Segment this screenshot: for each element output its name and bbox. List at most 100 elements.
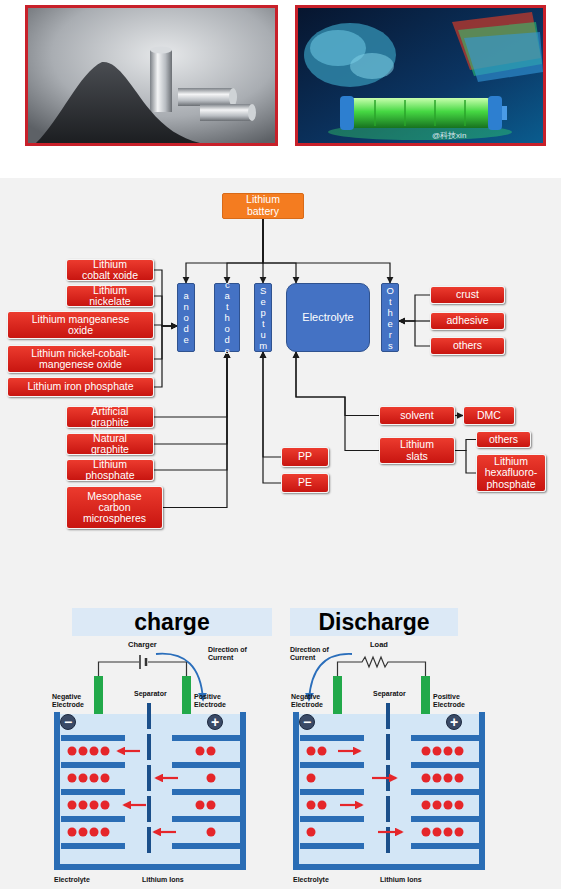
component-box: anode [177, 283, 195, 352]
connector-arrow [263, 219, 390, 283]
part-label: Load [370, 641, 388, 649]
part-label: Separator [373, 690, 406, 698]
node-text: Discharge [318, 611, 429, 634]
node-text: solvent [400, 410, 433, 421]
connector-arrow [455, 440, 476, 451]
part-label: Positive Electrode [433, 693, 477, 708]
polarity-symbol: + [207, 714, 223, 730]
cell-body [296, 676, 482, 867]
node-text: crust [456, 289, 479, 300]
material-box: Lithium hexafluoro-phosphate [476, 454, 546, 492]
load-resistor-wire [338, 657, 426, 676]
connector-arrow [154, 352, 227, 444]
lithium-ions [207, 828, 216, 837]
component-box: cathode [214, 283, 240, 352]
ion-arrow [340, 804, 362, 806]
node-text: Lithium battery [235, 194, 291, 217]
connector-arrow [399, 321, 430, 346]
ion-arrow [372, 777, 396, 779]
ion-arrow [378, 831, 402, 833]
part-label: Charger [128, 641, 157, 649]
material-box: Lithium iron phosphate [7, 377, 154, 397]
photo-border [297, 7, 545, 145]
porous-material [350, 53, 394, 79]
ion-arrow [118, 750, 140, 752]
part-label: Negative Electrode [52, 693, 92, 708]
material-box: solvent [379, 406, 455, 425]
connector-arrow [227, 219, 263, 283]
porous-material [304, 23, 396, 87]
material-box: PP [281, 447, 329, 467]
node-text: Lithium iron phosphate [27, 381, 133, 392]
lithium-ions [307, 747, 327, 756]
part-label: Direction of Current [290, 646, 335, 661]
photo-background [297, 7, 544, 144]
node-text: Lithium slats [392, 439, 442, 461]
material-box: Lithium phosphate [66, 459, 154, 481]
connector-arrow [296, 352, 379, 451]
part-label: Negative Electrode [291, 693, 331, 708]
panel-heading: Discharge [290, 608, 458, 636]
component-box: Electrolyte [286, 283, 370, 352]
node-text: Others [385, 285, 395, 351]
material-box: Natural graphite [66, 433, 154, 455]
segment-line [464, 100, 466, 126]
segment-line [374, 100, 376, 126]
powder-pile [36, 62, 200, 143]
charger-symbol [145, 658, 148, 666]
connector-arrow [154, 326, 177, 359]
connector-arrow [154, 326, 177, 387]
lying-cell [200, 104, 252, 121]
lithium-ions [307, 774, 316, 783]
ion-arrow [124, 804, 146, 806]
panel-background [0, 178, 561, 889]
connector-arrow [154, 352, 227, 417]
connector-arrow [296, 352, 379, 416]
discharge-cell [296, 654, 482, 867]
photo-border [27, 7, 277, 145]
node-text: charge [134, 611, 209, 634]
node-text: Lithium nickelate [81, 285, 139, 307]
connector-arrow [154, 270, 177, 326]
charge-cell [57, 654, 243, 867]
connector-arrow [263, 352, 281, 483]
lithium-ions [68, 828, 110, 837]
lithium-ions [422, 774, 464, 783]
component-box: Septum [254, 283, 272, 352]
lithium-ions [68, 774, 110, 783]
node-text: PE [298, 477, 312, 488]
segment-line [434, 100, 436, 126]
material-box: others [430, 337, 505, 355]
node-text: Electrolyte [302, 311, 353, 323]
node-text: PP [298, 451, 312, 462]
cell-end [248, 104, 256, 121]
part-label: Direction of Current [208, 646, 258, 661]
connector-arrow [263, 219, 296, 283]
connector-arrow [455, 415, 463, 416]
root-box: Lithium battery [222, 193, 304, 219]
lithium-ions [422, 747, 464, 756]
connector-arrow [399, 295, 430, 321]
component-box: Others [381, 283, 399, 352]
battery-body [345, 98, 495, 128]
node-text: Lithium hexafluoro-phosphate [481, 456, 541, 489]
ion-arrow [156, 777, 178, 779]
node-text: Artificial graphite [81, 406, 139, 428]
polarity-symbol: − [299, 714, 315, 730]
part-label: Electrolyte [293, 876, 329, 884]
node-text: Lithium mangeanese oxide [22, 314, 139, 336]
node-text: cathode [222, 279, 232, 356]
node-text: DMC [477, 410, 501, 421]
part-label: Lithium Ions [142, 876, 184, 884]
powder-photo [27, 7, 277, 145]
charger-symbol [139, 655, 141, 669]
lithium-ions [307, 828, 316, 837]
part-label: Positive Electrode [194, 693, 238, 708]
ion-arrow [154, 831, 176, 833]
node-text: Lithium nickel-cobalt-mangenese oxide [16, 348, 145, 370]
battery-terminal [502, 106, 507, 120]
connector-arrow [163, 352, 227, 508]
connector-arrow [154, 352, 227, 470]
material-box: Lithium nickelate [66, 285, 154, 307]
cell-body [57, 676, 243, 867]
